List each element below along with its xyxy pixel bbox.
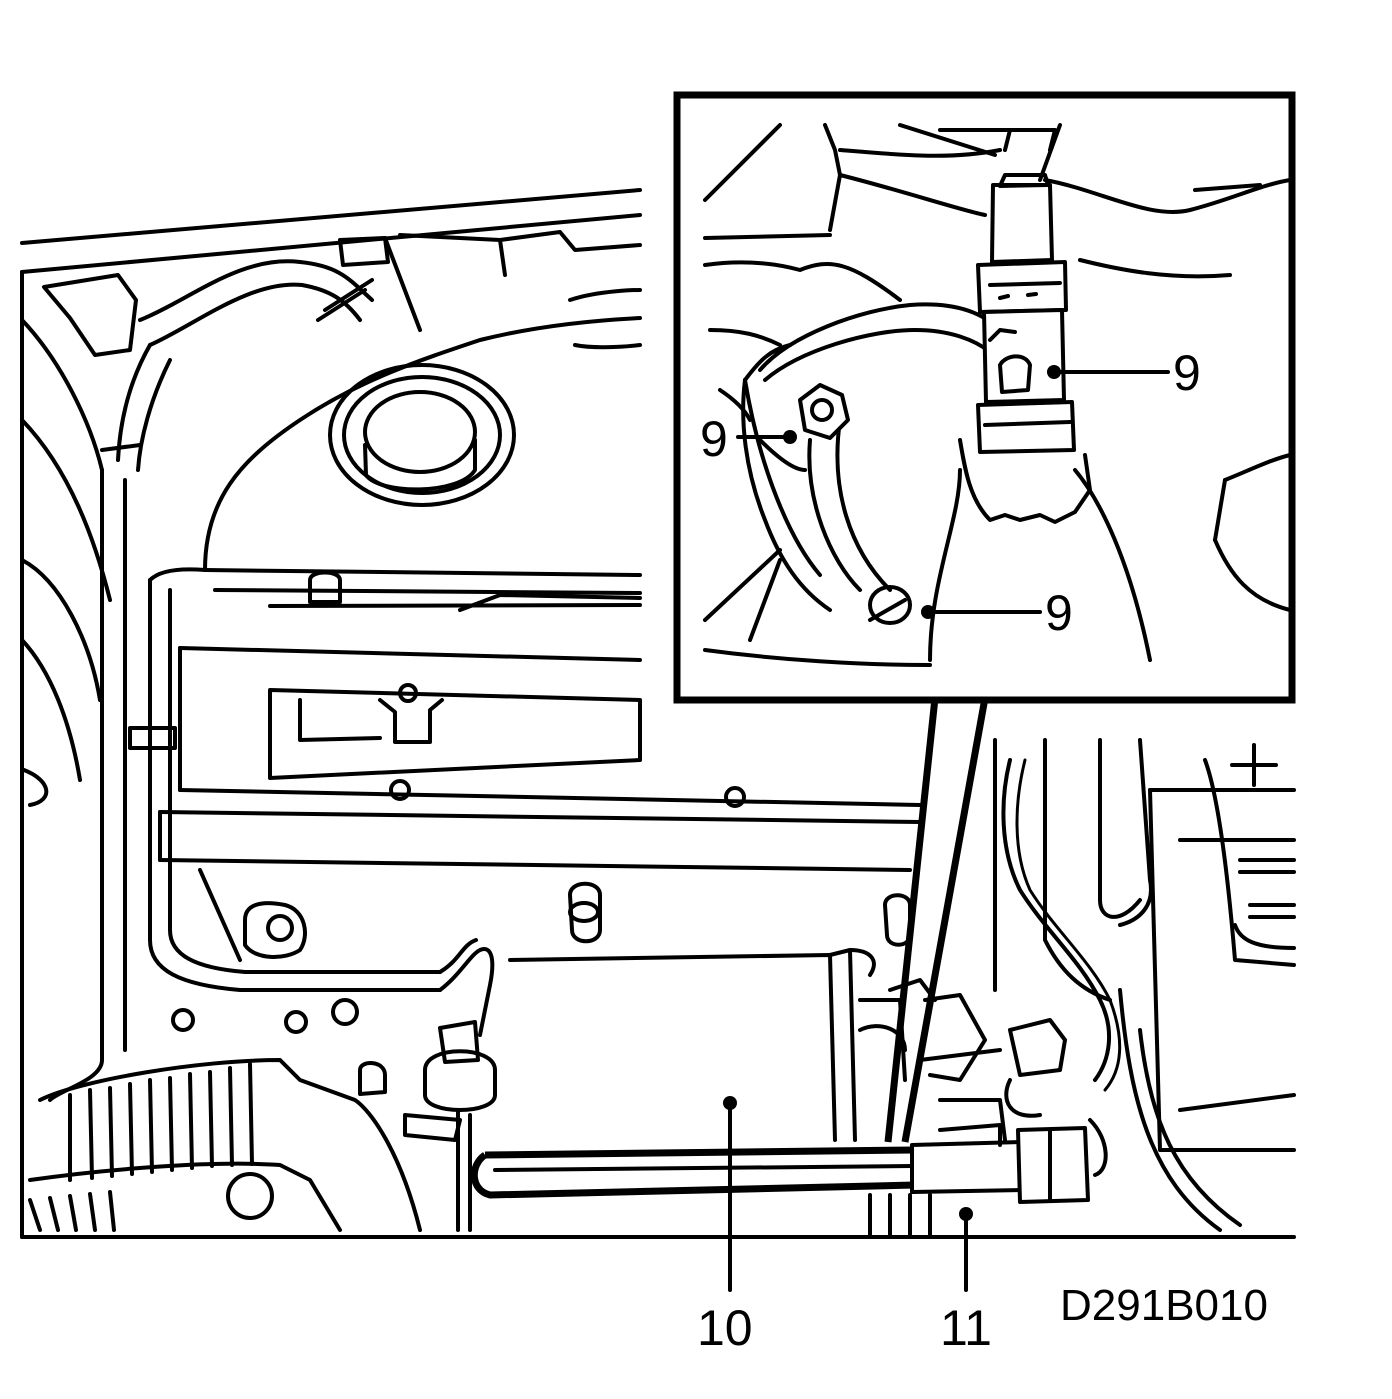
- engine-bay-drawing: [20, 188, 1296, 1239]
- wiring-harness: [138, 259, 374, 322]
- battery-plus-sign: [1230, 743, 1278, 787]
- sensor-connector: [910, 1123, 1090, 1204]
- exhaust-pipe: [470, 1146, 916, 1199]
- drawing-code: D291B010: [1060, 1281, 1268, 1330]
- intake-bellows: [28, 1058, 422, 1232]
- fuel-line: [148, 578, 442, 992]
- callout-label-connector: 11: [940, 1300, 992, 1356]
- callout-label-nut: 9: [700, 411, 728, 467]
- bonnet-edge: [20, 188, 642, 245]
- detail-inset: 9 9 9: [673, 91, 1296, 1143]
- oxygen-sensor: [928, 128, 1152, 662]
- callout-label-sensor: 9: [1173, 345, 1201, 401]
- callout-label-pipe: 10: [697, 1300, 753, 1356]
- oil-filler-cap: [328, 363, 516, 507]
- inset-leader-right: [901, 697, 989, 1143]
- inset-leader-left: [884, 697, 939, 1143]
- main-callouts: 10 11 D291B010: [697, 1096, 1268, 1356]
- callout-label-tube-end: 9: [1045, 585, 1073, 641]
- inset-drawing: [703, 123, 1292, 667]
- cam-cover: [203, 316, 642, 572]
- inset-nut: [798, 383, 850, 440]
